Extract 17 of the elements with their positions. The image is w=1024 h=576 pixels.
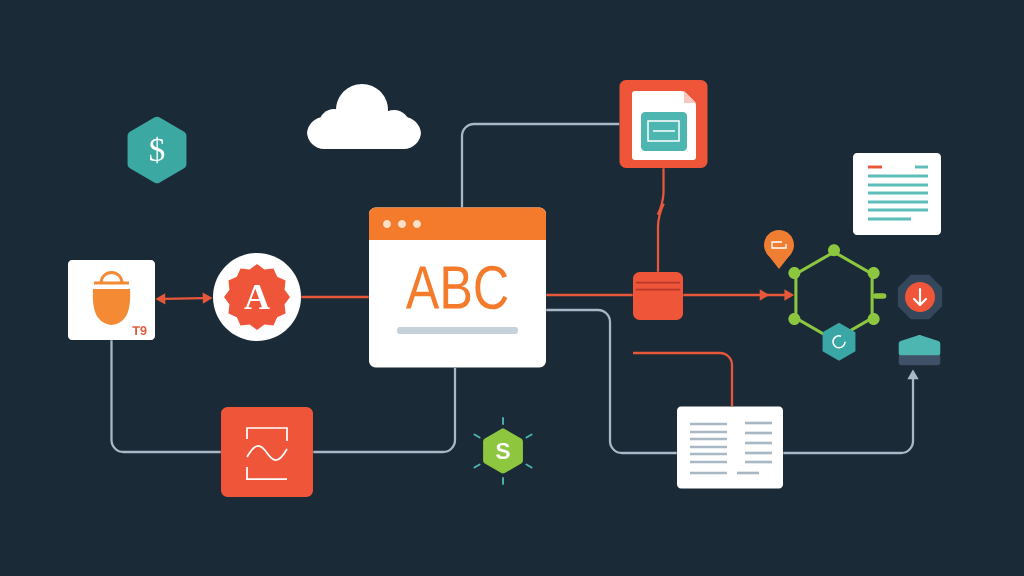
document-panel (677, 406, 783, 489)
document-card (853, 153, 941, 235)
connector-line (110, 340, 221, 454)
hexagon-network (788, 244, 887, 361)
connector-line (313, 367, 457, 454)
connector-line (546, 308, 677, 455)
hexagon-badge: $ (127, 116, 187, 184)
connector-line (460, 122, 620, 208)
round-badge: A (213, 253, 301, 341)
connector-line (301, 295, 369, 299)
connector-line (546, 293, 633, 297)
browser-window: ABC (369, 207, 546, 368)
database-cylinder (633, 272, 683, 320)
connector-line (633, 351, 734, 407)
house-shape (898, 335, 941, 366)
hexagon-badge: S (473, 417, 533, 485)
connector-line (656, 168, 665, 272)
